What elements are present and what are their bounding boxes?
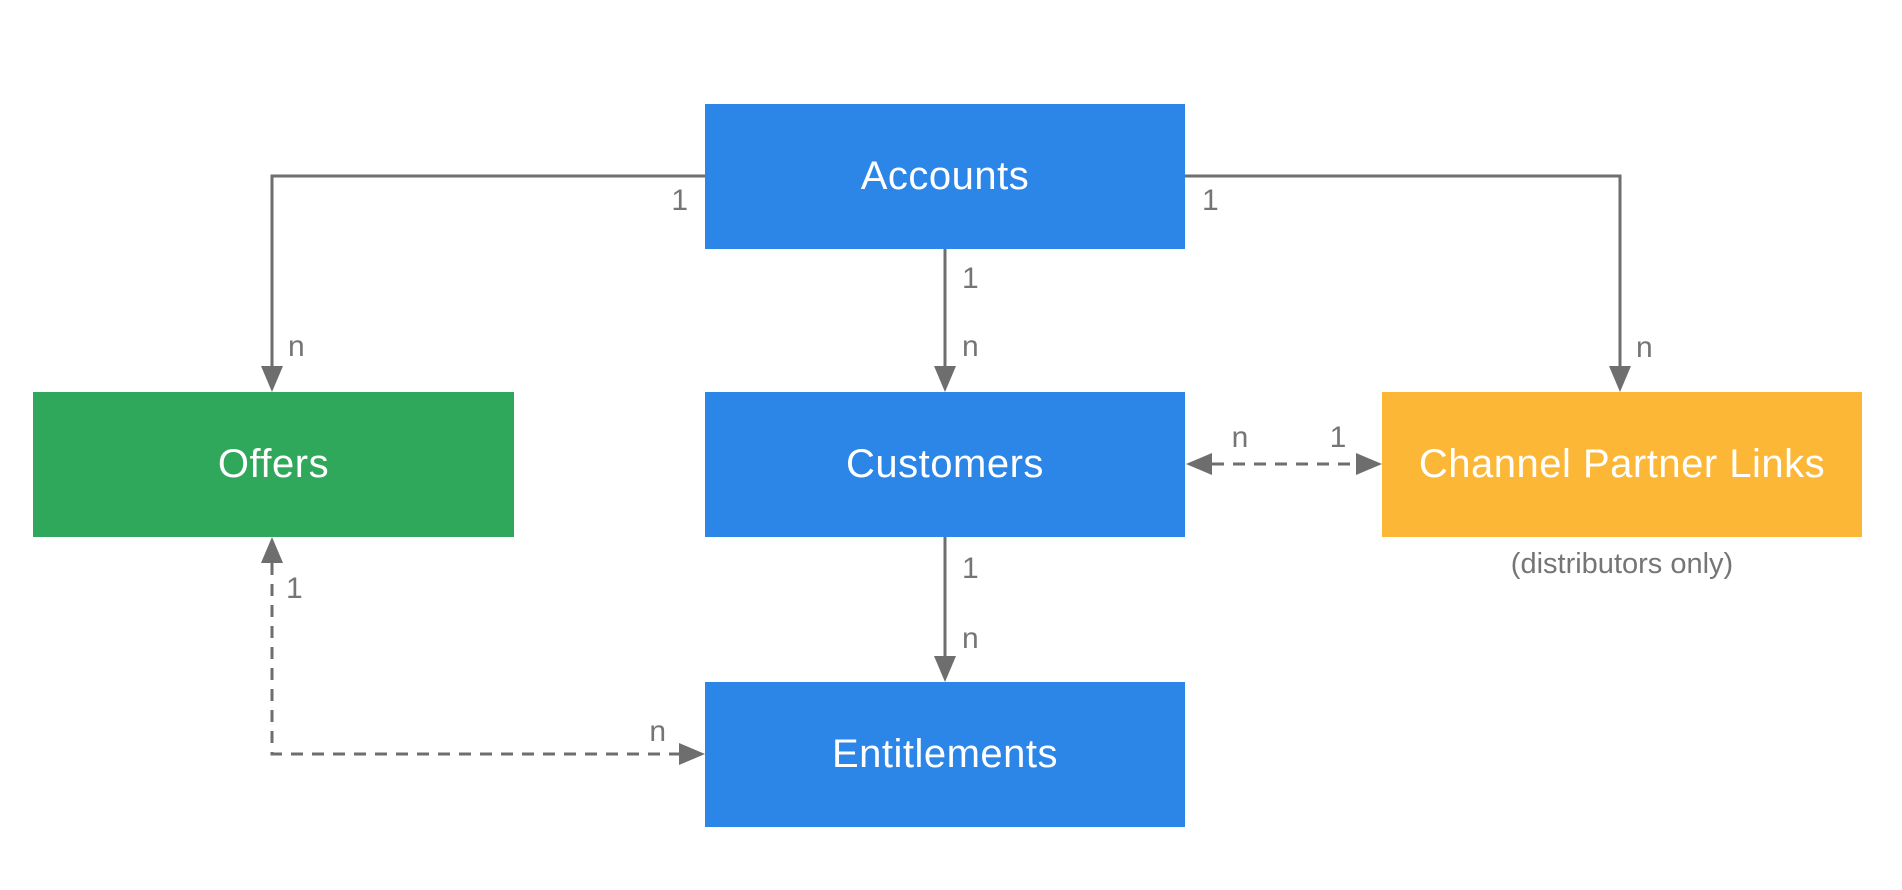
edge-offers-entitlements-label-1: 1: [286, 572, 303, 605]
node-accounts: Accounts: [705, 104, 1185, 249]
channel-partner-links-note: (distributors only): [1510, 548, 1734, 580]
edge-offers-entitlements-label-n: n: [649, 715, 666, 748]
node-channel-partner-links-label: Channel Partner Links: [1418, 442, 1826, 486]
node-entitlements: Entitlements: [705, 682, 1185, 827]
edge-offers-entitlements-line: [270, 563, 679, 756]
node-offers-label: Offers: [217, 442, 330, 486]
edge-customers-cpl-label-n: n: [1232, 421, 1249, 454]
arrowhead-down-icon: [934, 366, 956, 392]
node-channel-partner-links: Channel Partner Links: [1382, 392, 1862, 537]
edge-customers-entitlements-label-1: 1: [962, 552, 979, 585]
arrowhead-up-icon: [261, 537, 283, 563]
arrowhead-left-icon: [1186, 453, 1212, 475]
arrowhead-down-icon: [934, 656, 956, 682]
arrowhead-down-icon: [261, 366, 283, 392]
edge-accounts-cpl-line: [1185, 174, 1622, 366]
edge-customers-cpl-label-1: 1: [1330, 421, 1347, 454]
edge-accounts-cpl-label-n: n: [1636, 331, 1653, 364]
arrowhead-right-icon: [679, 743, 705, 765]
node-entitlements-label: Entitlements: [831, 732, 1059, 776]
edge-accounts-offers-label-1: 1: [671, 184, 688, 217]
node-accounts-label: Accounts: [860, 154, 1030, 198]
edge-accounts-customers-label-n: n: [962, 330, 979, 363]
arrowhead-right-icon: [1356, 453, 1382, 475]
edge-accounts-customers-label-1: 1: [962, 262, 979, 295]
edge-accounts-offers-label-n: n: [288, 330, 305, 363]
node-customers-label: Customers: [846, 442, 1044, 486]
edge-accounts-cpl-label-1: 1: [1202, 184, 1219, 217]
node-customers: Customers: [705, 392, 1185, 537]
arrowhead-down-icon: [1609, 366, 1631, 392]
edge-customers-entitlements-label-n: n: [962, 622, 979, 655]
node-offers: Offers: [33, 392, 514, 537]
edge-accounts-offers-line: [270, 174, 705, 366]
